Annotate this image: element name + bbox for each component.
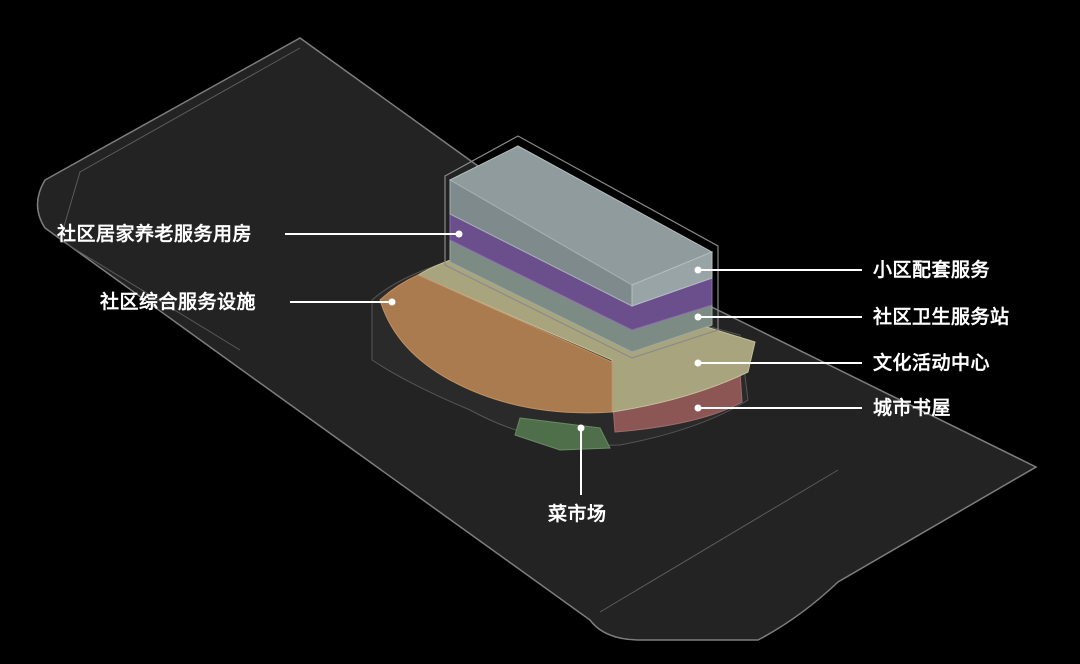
- label-vegetable-market: 菜市场: [548, 503, 607, 525]
- marker-city-bookstore: [694, 404, 702, 412]
- marker-vegetable-market: [577, 424, 585, 432]
- marker-residential-service: [694, 266, 702, 274]
- label-city-bookstore: 城市书屋: [873, 397, 952, 419]
- marker-community-facility: [388, 298, 396, 306]
- site-inner-lines: [59, 47, 839, 613]
- community-facility-roof: [379, 274, 613, 414]
- label-elderly-housing: 社区居家养老服务用房: [57, 223, 253, 245]
- marker-elderly-housing: [455, 230, 463, 238]
- marker-culture-center: [694, 359, 702, 367]
- vegetable-market-volume: [514, 417, 611, 451]
- label-community-facility: 社区综合服务设施: [100, 291, 257, 313]
- top-block-front: [631, 251, 713, 307]
- marker-health-station: [694, 313, 702, 321]
- label-health-station: 社区卫生服务站: [873, 306, 1010, 328]
- tower-outline: [444, 135, 719, 359]
- label-residential-service: 小区配套服务: [873, 259, 991, 281]
- label-culture-center: 文化活动中心: [873, 352, 991, 374]
